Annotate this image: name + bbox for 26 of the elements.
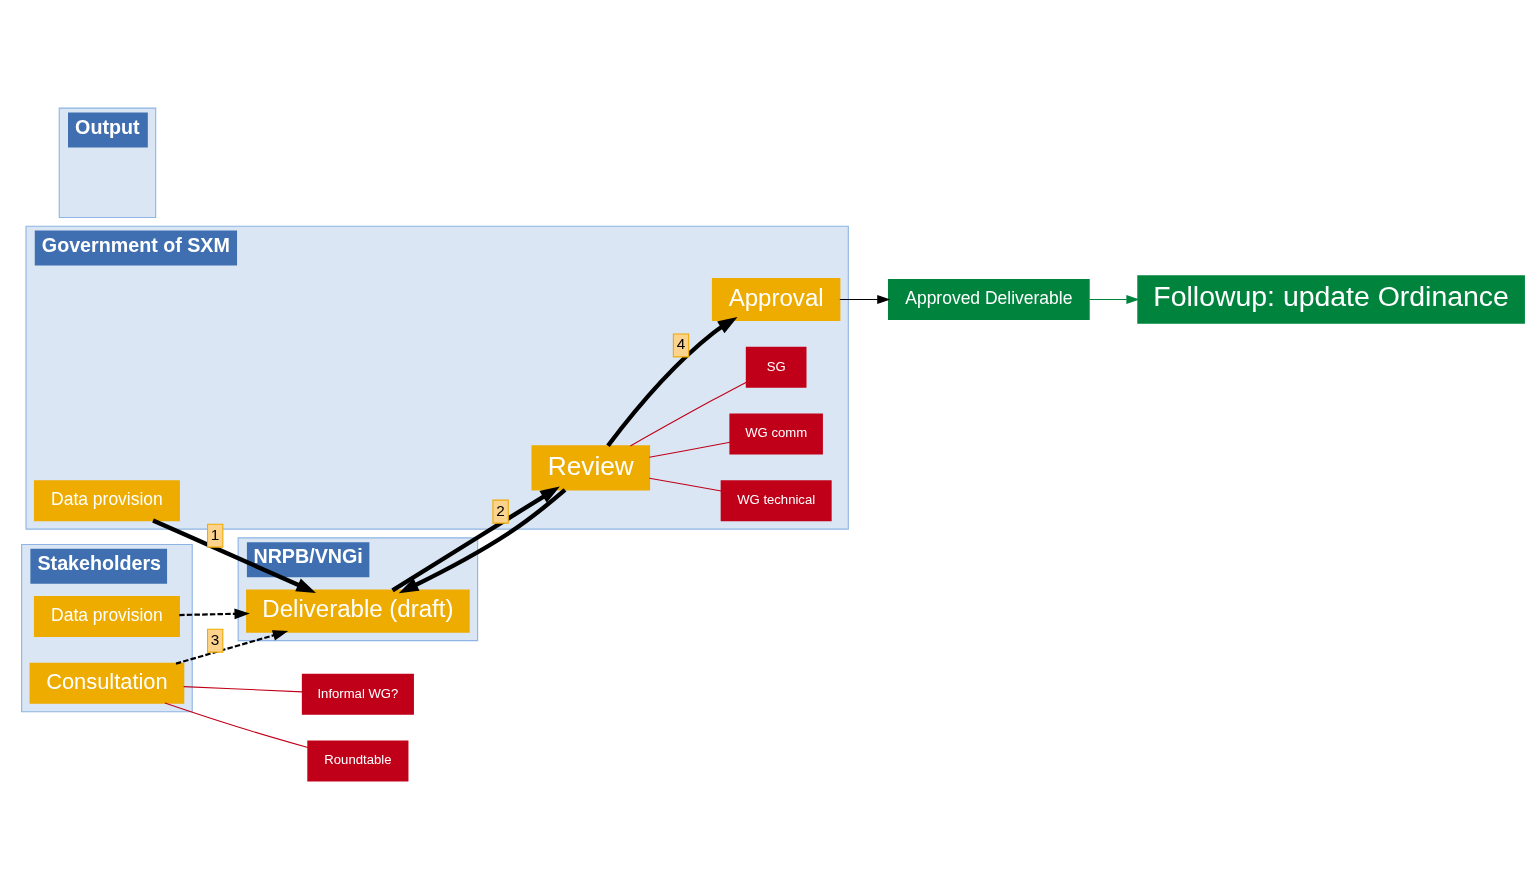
node-box: Deliverable (draft) [246,589,470,633]
arrow [179,608,250,620]
arrow [1088,294,1140,305]
node-box: Approval [711,277,841,322]
node-box: Informal WG? [301,673,414,715]
edge-label: 2 [496,501,505,519]
node-box: Review [531,445,651,491]
node-box: Roundtable [307,740,409,782]
node-box: SG [745,346,807,388]
connector [648,477,722,492]
edge-label: 3 [210,630,220,648]
connector [164,702,309,749]
connector [629,381,747,447]
node-box: WG comm [729,413,823,455]
node-box: Followup: update Ordinance [1137,275,1525,324]
edge-label: 4 [676,335,686,353]
arrow [839,294,891,305]
node-box: Consultation [29,662,185,704]
node-box: Output [58,107,157,218]
node-box: Data provision [33,596,180,638]
node-box: Approved Deliverable [887,279,1090,320]
connector [183,686,303,693]
arrow [606,316,738,448]
connector [648,441,731,458]
node-box: WG technical [720,480,832,522]
node-box: Data provision [33,480,180,522]
